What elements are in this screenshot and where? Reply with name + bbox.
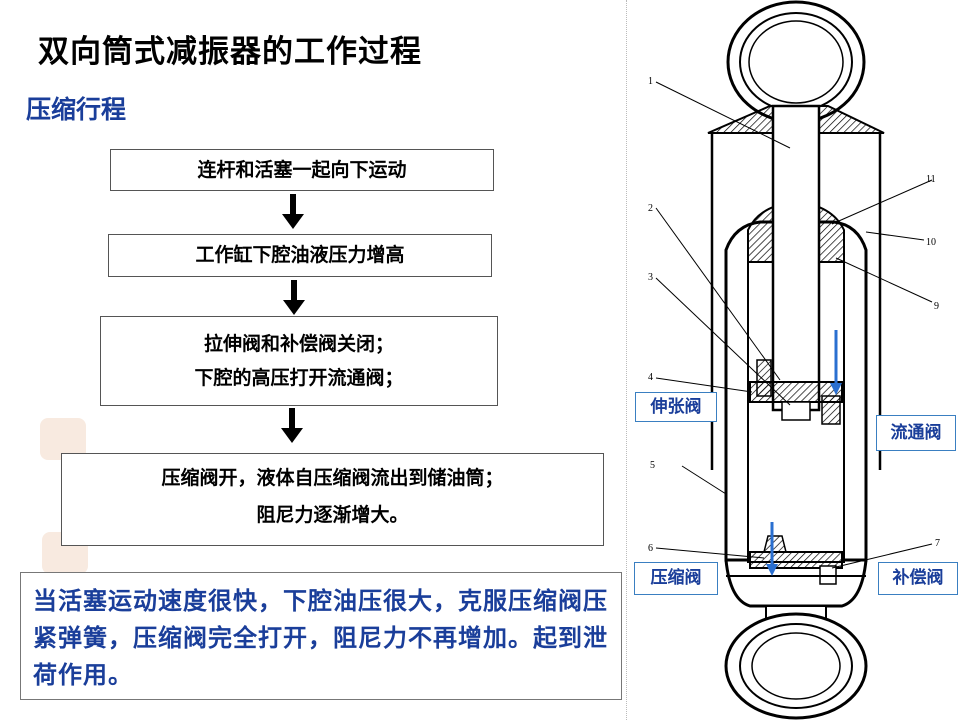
flow-step-4-line2: 阻尼力逐渐增大。	[256, 504, 409, 526]
callout-extension-valve: 伸张阀	[635, 392, 717, 422]
flow-step-3-line2: 下腔的高压打开流通阀；	[194, 367, 404, 389]
callout-extension-valve-label: 伸张阀	[650, 397, 702, 417]
down-arrow-icon	[283, 280, 305, 315]
piston-nut	[781, 401, 811, 421]
flow-step-1-text: 连杆和活塞一起向下运动	[197, 159, 407, 181]
slide-subtitle: 压缩行程	[26, 95, 127, 124]
part-number-label: 9	[934, 301, 939, 312]
flow-arrow-icon	[830, 330, 842, 395]
lower-mounting-eye	[724, 605, 868, 720]
part-number-label: 2	[648, 203, 653, 214]
note-box: 当活塞运动速度很快，下腔油压很大，克服压缩阀压紧弹簧，压缩阀完全打开，阻尼力不再…	[20, 572, 622, 700]
shock-absorber-diagram: 1 2 3 4 5 6 7 9 10 11	[648, 0, 940, 720]
piston-rod	[771, 104, 821, 412]
compression-valve-part	[763, 535, 787, 553]
down-arrow-icon	[281, 408, 303, 443]
part-number-label: 6	[648, 543, 653, 554]
part-number-label: 11	[926, 174, 936, 185]
flow-valve-part	[821, 395, 841, 425]
part-number-label: 5	[650, 460, 655, 471]
callout-compression-valve: 压缩阀	[634, 562, 718, 595]
callout-compensation-valve: 补偿阀	[878, 562, 958, 595]
part-number-label: 10	[926, 237, 936, 248]
flow-step-4-line1: 压缩阀开，液体自压缩阀流出到储油筒；	[161, 467, 504, 489]
upper-mounting-eye	[726, 0, 866, 124]
flow-step-4: 压缩阀开，液体自压缩阀流出到储油筒； 阻尼力逐渐增大。	[61, 453, 604, 546]
flow-arrow-icon	[766, 522, 778, 576]
flow-step-3-line1: 拉伸阀和补偿阀关闭；	[203, 333, 394, 355]
extension-valve-part	[756, 359, 772, 397]
flow-step-3: 拉伸阀和补偿阀关闭； 下腔的高压打开流通阀；	[100, 316, 498, 406]
slide-divider	[626, 0, 627, 720]
part-number-label: 3	[648, 272, 653, 283]
callout-flow-valve: 流通阀	[876, 415, 956, 451]
slide-title: 双向筒式减振器的工作过程	[38, 34, 422, 70]
callout-compression-valve-label: 压缩阀	[650, 568, 702, 588]
flow-step-2-text: 工作缸下腔油液压力增高	[195, 244, 405, 266]
callout-flow-valve-label: 流通阀	[890, 423, 942, 443]
part-number-label: 4	[648, 372, 653, 383]
callout-compensation-valve-label: 补偿阀	[892, 568, 944, 588]
flow-step-2: 工作缸下腔油液压力增高	[108, 234, 492, 277]
flow-step-1: 连杆和活塞一起向下运动	[110, 149, 494, 191]
note-text: 当活塞运动速度很快，下腔油压很大，克服压缩阀压紧弹簧，压缩阀完全打开，阻尼力不再…	[33, 587, 608, 689]
part-number-label: 1	[648, 76, 653, 87]
part-number-label: 7	[935, 538, 940, 549]
down-arrow-icon	[282, 194, 304, 229]
leader-lines	[655, 81, 933, 569]
